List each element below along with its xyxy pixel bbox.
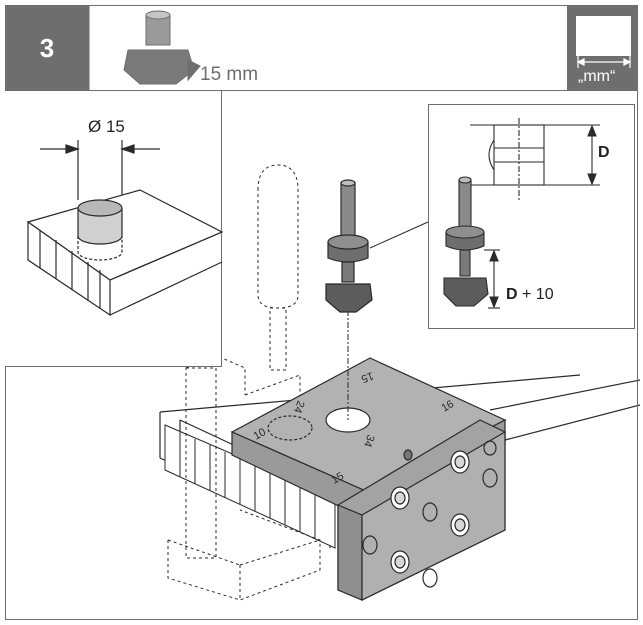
drilling-jig [230, 357, 507, 601]
depth-plus-ten-label: D + 10 [506, 286, 554, 304]
unit-icon-box [576, 16, 631, 56]
callout-line [369, 221, 429, 249]
clamp-ghost [167, 354, 321, 601]
jig-markings: 15 24 34 16 15 10 [252, 369, 457, 486]
marking-10: 10 [252, 426, 269, 443]
step-number: 3 [5, 5, 89, 91]
depth-label: D [598, 144, 610, 161]
panel-edge-band [164, 424, 336, 549]
diameter-label: Ø 15 [88, 117, 125, 136]
drill-size-label: 15 mm [200, 64, 259, 85]
marking-34: 34 [361, 433, 376, 449]
marking-24: 24 [291, 399, 306, 415]
depth-plus-letter: D [506, 286, 518, 303]
depth-plus-value: + 10 [522, 286, 554, 303]
marking-15-front: 15 [330, 470, 347, 487]
step-header [5, 5, 638, 91]
marking-15-top: 15 [359, 369, 375, 384]
bit-ghost [257, 164, 299, 371]
unit-label: „mm“ [578, 68, 616, 85]
drill-bit-with-stop [325, 179, 373, 313]
marking-16: 16 [440, 398, 457, 415]
